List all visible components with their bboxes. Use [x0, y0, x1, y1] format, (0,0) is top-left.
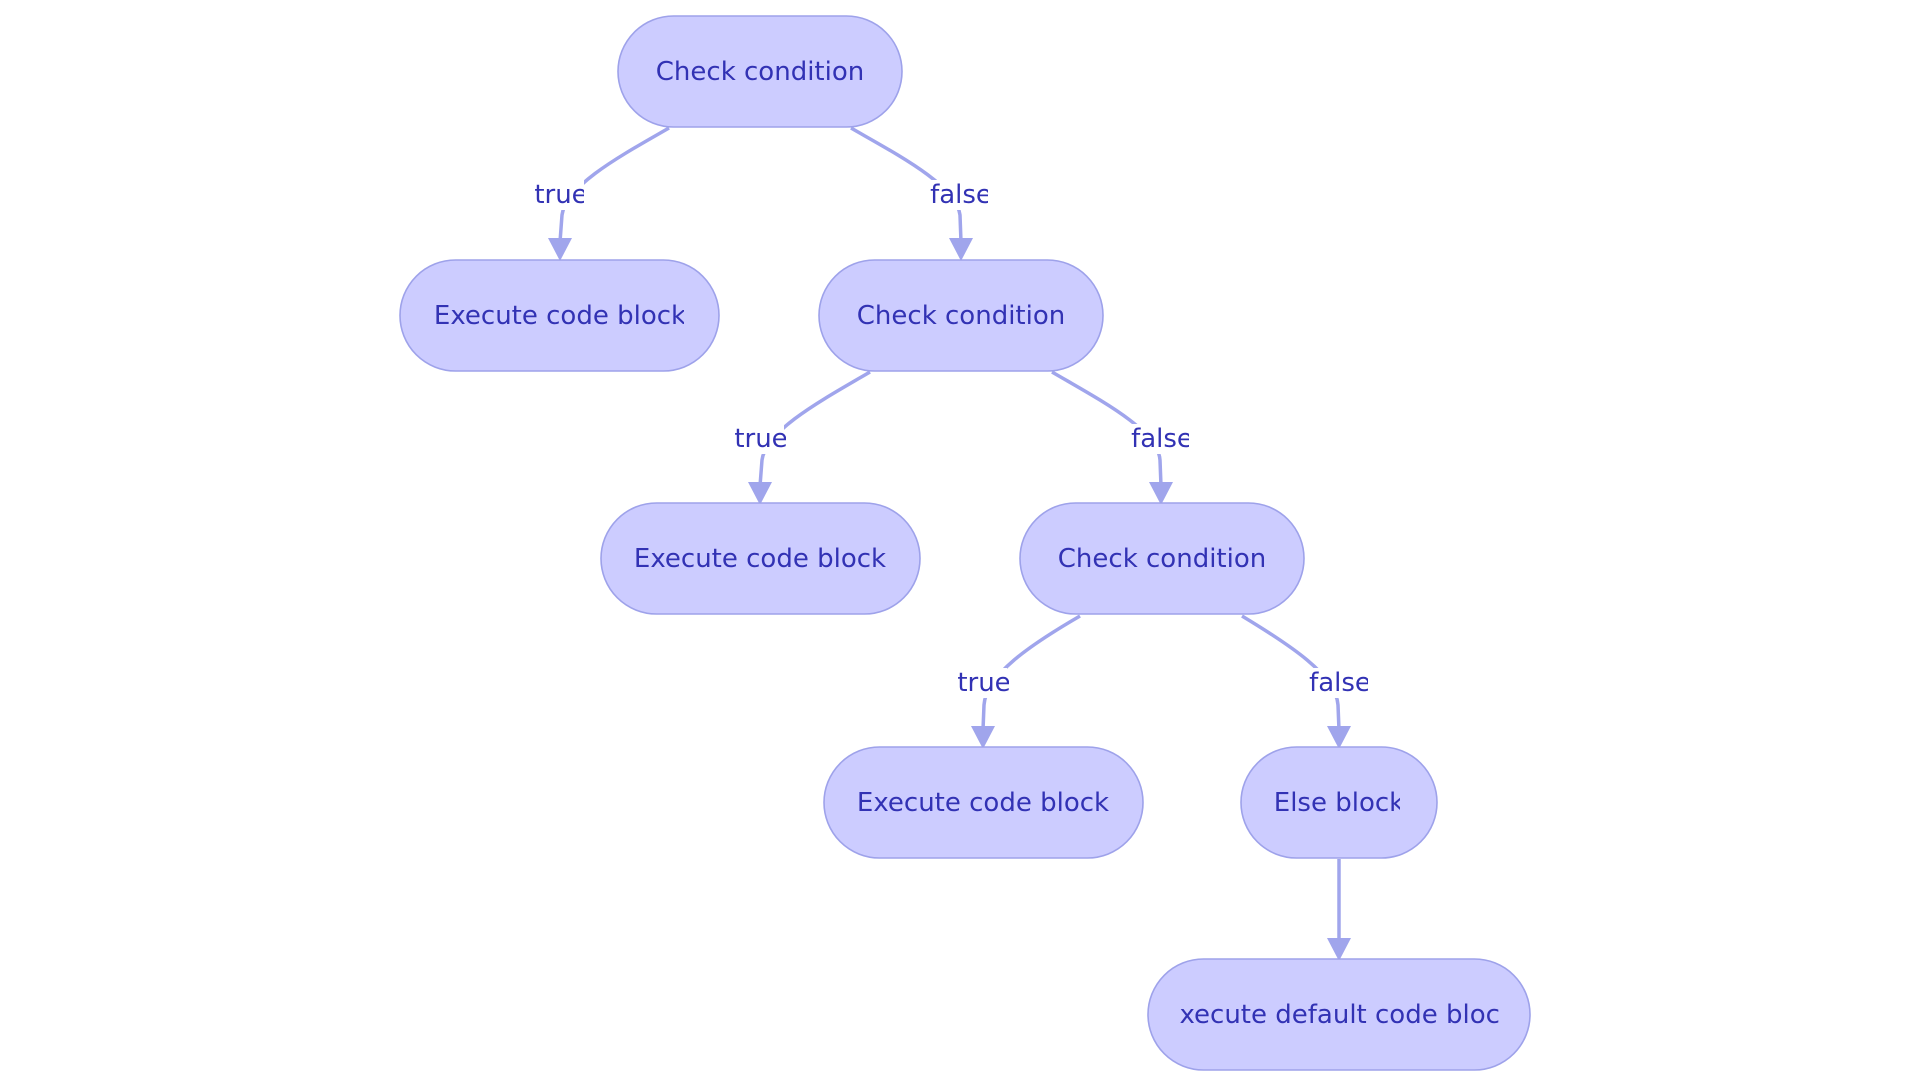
edge-label-text: true [734, 424, 787, 454]
edge-cond1-to-exec1 [548, 126, 670, 261]
arrowhead-icon [1327, 726, 1351, 749]
edge-label-text: false [930, 180, 992, 210]
node-execute-default-code-block: Execute default code block [1147, 958, 1531, 1071]
edge-label-text: true [957, 668, 1010, 698]
node-label: Execute code block [634, 544, 886, 574]
edge-label-false: false [1131, 424, 1193, 454]
node-label: Check condition [857, 301, 1065, 331]
edges [548, 126, 1351, 961]
edge-cond1-to-cond2 [850, 126, 973, 261]
node-else-block: Else block [1240, 746, 1438, 859]
arrowhead-icon [548, 238, 572, 261]
edge-cond3-to-exec3 [971, 614, 1081, 749]
nodes: Check condition Execute code block Check… [399, 15, 1531, 1071]
edge-label-true: true [955, 668, 1010, 698]
edge-label-text: true [534, 180, 587, 210]
arrowhead-icon [949, 238, 973, 261]
arrowhead-icon [1327, 938, 1351, 961]
edge-cond2-to-cond3 [1051, 370, 1173, 505]
edge-label-true: true [732, 424, 787, 454]
node-execute-code-block: Execute code block [600, 502, 921, 615]
arrowhead-icon [748, 482, 772, 505]
node-label: Check condition [656, 57, 864, 87]
node-label: Execute code block [434, 301, 686, 331]
node-label: Check condition [1058, 544, 1266, 574]
node-label: Execute code block [857, 788, 1109, 818]
node-execute-code-block: Execute code block [399, 259, 720, 372]
edge-label-false: false [1309, 668, 1371, 698]
edge-label-text: false [1131, 424, 1193, 454]
node-execute-code-block: Execute code block [823, 746, 1144, 859]
node-label: Else block [1274, 788, 1404, 818]
arrowhead-icon [1149, 482, 1173, 505]
edge-label-text: false [1309, 668, 1371, 698]
arrowhead-icon [971, 726, 995, 749]
edge-else-to-default [1327, 859, 1351, 961]
edge-label-false: false [930, 180, 992, 210]
edge-label-true: true [532, 180, 587, 210]
node-label: Execute default code block [1163, 1000, 1515, 1030]
node-check-condition: Check condition [818, 259, 1104, 372]
edge-labels: true false true false true false [532, 180, 1371, 698]
node-check-condition: Check condition [1019, 502, 1305, 615]
edge-cond2-to-exec2 [748, 370, 871, 505]
edge-cond3-to-else [1241, 614, 1351, 749]
node-check-condition: Check condition [617, 15, 903, 128]
